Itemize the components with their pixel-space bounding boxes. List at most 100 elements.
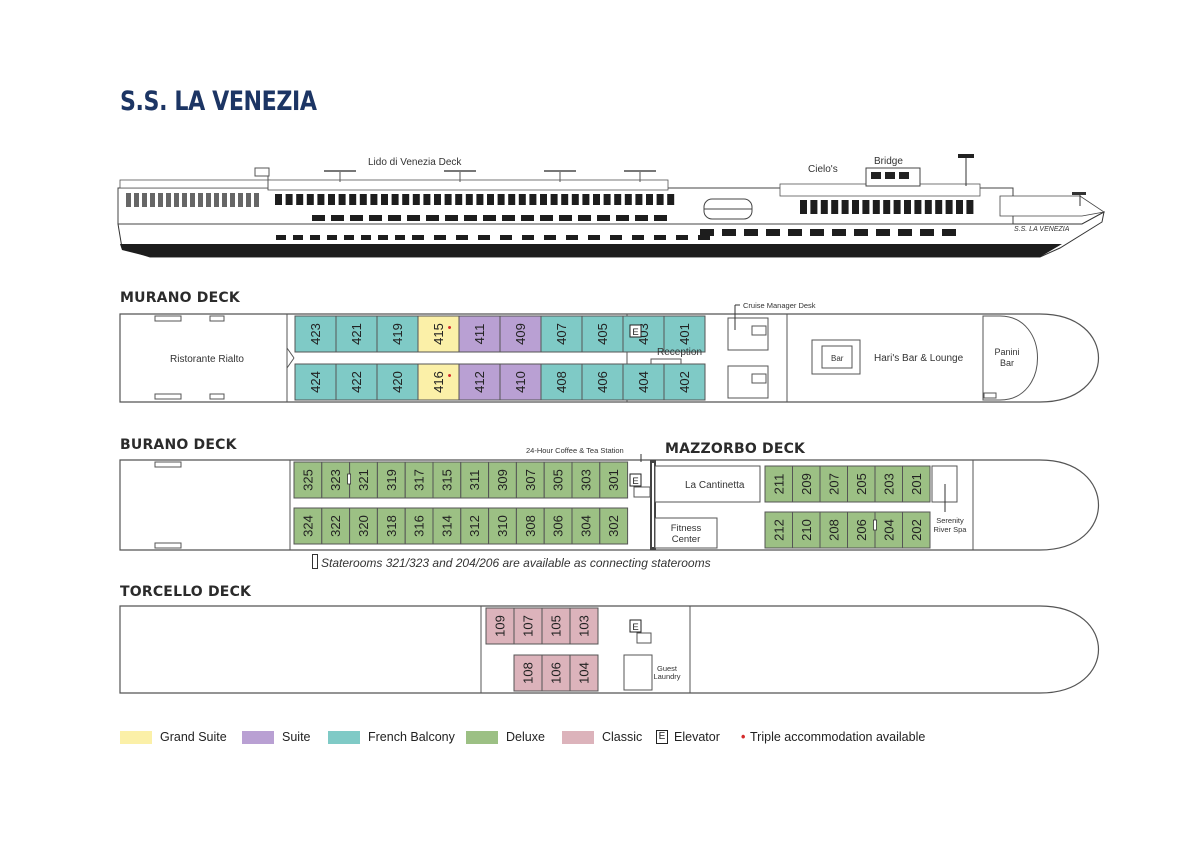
- stateroom-319[interactable]: 319: [376, 461, 406, 499]
- stateroom-301[interactable]: 301: [599, 461, 629, 499]
- stateroom-209[interactable]: 209: [792, 465, 821, 503]
- stateroom-423[interactable]: 423: [294, 315, 337, 353]
- legend-label: French Balcony: [368, 730, 455, 744]
- stateroom-201[interactable]: 201: [902, 465, 931, 503]
- stateroom-419[interactable]: 419: [376, 315, 419, 353]
- stateroom-211[interactable]: 211: [764, 465, 793, 503]
- stateroom-415[interactable]: 415•: [417, 315, 460, 353]
- stateroom-number: 412: [472, 371, 487, 393]
- stateroom-212[interactable]: 212: [764, 511, 793, 549]
- stateroom-306[interactable]: 306: [543, 507, 573, 545]
- stateroom-401[interactable]: 401: [663, 315, 706, 353]
- stateroom-407[interactable]: 407: [540, 315, 583, 353]
- stateroom-number: 423: [308, 323, 323, 345]
- connecting-note-text: Staterooms 321/323 and 204/206 are avail…: [321, 556, 711, 570]
- stateroom-310[interactable]: 310: [488, 507, 517, 545]
- stateroom-number: 209: [799, 473, 814, 495]
- legend-label: Deluxe: [506, 730, 545, 744]
- stateroom-316[interactable]: 316: [404, 507, 434, 545]
- stateroom-number: 308: [523, 515, 538, 537]
- stateroom-309[interactable]: 309: [488, 461, 517, 499]
- stateroom-104[interactable]: 104: [569, 654, 599, 692]
- stateroom-320[interactable]: 320: [349, 507, 378, 545]
- triple-dot-icon: •: [741, 730, 746, 744]
- elevator-icon: E: [629, 324, 642, 338]
- stateroom-312[interactable]: 312: [460, 507, 490, 545]
- stateroom-304[interactable]: 304: [571, 507, 601, 545]
- stateroom-109[interactable]: 109: [485, 607, 515, 645]
- elevator-icon: E: [656, 730, 668, 744]
- stateroom-number: 103: [577, 615, 592, 637]
- stateroom-210[interactable]: 210: [792, 511, 821, 549]
- stateroom-412[interactable]: 412: [458, 363, 501, 401]
- torcello-deck: 109 107 105 103 108 106 104: [119, 605, 1100, 694]
- stateroom-205[interactable]: 205: [847, 465, 876, 503]
- stateroom-408[interactable]: 408: [540, 363, 583, 401]
- stateroom-106[interactable]: 106: [541, 654, 571, 692]
- stateroom-405[interactable]: 405: [581, 315, 624, 353]
- stateroom-324[interactable]: 324: [293, 507, 323, 545]
- stateroom-314[interactable]: 314: [432, 507, 462, 545]
- stateroom-409[interactable]: 409: [499, 315, 542, 353]
- stateroom-406[interactable]: 406: [581, 363, 624, 401]
- stateroom-402[interactable]: 402: [663, 363, 706, 401]
- stateroom-number: 406: [595, 371, 610, 393]
- stateroom-421[interactable]: 421: [335, 315, 378, 353]
- stateroom-206[interactable]: 206: [847, 511, 876, 549]
- cruise-manager-label: Cruise Manager Desk: [743, 301, 816, 310]
- stateroom-317[interactable]: 317: [404, 461, 434, 499]
- page-title: S.S. LA VENEZIA: [120, 86, 317, 117]
- elevator-glyph: E: [632, 622, 638, 633]
- cielos-label: Cielo's: [808, 164, 838, 175]
- stateroom-number: 303: [578, 469, 593, 491]
- stateroom-107[interactable]: 107: [513, 607, 543, 645]
- stateroom-number: 324: [300, 515, 315, 537]
- stateroom-103[interactable]: 103: [569, 607, 599, 645]
- stateroom-number: 402: [677, 371, 692, 393]
- stateroom-number: 107: [521, 615, 536, 637]
- stateroom-number: 211: [771, 474, 786, 495]
- stateroom-311[interactable]: 311: [460, 461, 490, 499]
- stateroom-number: 106: [549, 662, 564, 684]
- legend-swatch: [242, 731, 274, 744]
- stateroom-321[interactable]: 321: [349, 461, 378, 499]
- stateroom-302[interactable]: 302: [599, 507, 629, 545]
- stateroom-number: 424: [308, 371, 323, 393]
- stateroom-203[interactable]: 203: [874, 465, 903, 503]
- stateroom-204[interactable]: 204: [874, 511, 903, 549]
- legend-label: Suite: [282, 730, 311, 744]
- elevator-glyph: E: [632, 476, 638, 487]
- mazzorbo-deck-title: MAZZORBO DECK: [665, 441, 806, 457]
- legend-swatch: [562, 731, 594, 744]
- stateroom-307[interactable]: 307: [515, 461, 545, 499]
- connecting-door-icon: [312, 554, 318, 569]
- stateroom-number: 204: [881, 519, 896, 541]
- stateroom-105[interactable]: 105: [541, 607, 571, 645]
- haris-bar-label: Hari's Bar & Lounge: [874, 353, 964, 364]
- stateroom-323[interactable]: 323: [321, 461, 351, 499]
- stateroom-303[interactable]: 303: [571, 461, 601, 499]
- stateroom-420[interactable]: 420: [376, 363, 419, 401]
- stateroom-411[interactable]: 411: [458, 315, 501, 353]
- stateroom-number: 201: [909, 473, 924, 495]
- stateroom-410[interactable]: 410: [499, 363, 542, 401]
- stateroom-322[interactable]: 322: [321, 507, 351, 545]
- stateroom-207[interactable]: 207: [819, 465, 848, 503]
- stateroom-202[interactable]: 202: [902, 511, 931, 549]
- stateroom-305[interactable]: 305: [543, 461, 573, 499]
- stateroom-number: 419: [390, 323, 405, 345]
- stateroom-325[interactable]: 325: [293, 461, 323, 499]
- stateroom-404[interactable]: 404: [622, 363, 665, 401]
- stateroom-315[interactable]: 315: [432, 461, 462, 499]
- stateroom-308[interactable]: 308: [515, 507, 545, 545]
- stateroom-number: 305: [551, 469, 566, 491]
- elevator-icon: E: [629, 473, 642, 487]
- stateroom-318[interactable]: 318: [376, 507, 406, 545]
- stateroom-416[interactable]: 416•: [417, 363, 460, 401]
- stateroom-108[interactable]: 108: [513, 654, 543, 692]
- stateroom-422[interactable]: 422: [335, 363, 378, 401]
- stateroom-208[interactable]: 208: [819, 511, 848, 549]
- stateroom-424[interactable]: 424: [294, 363, 337, 401]
